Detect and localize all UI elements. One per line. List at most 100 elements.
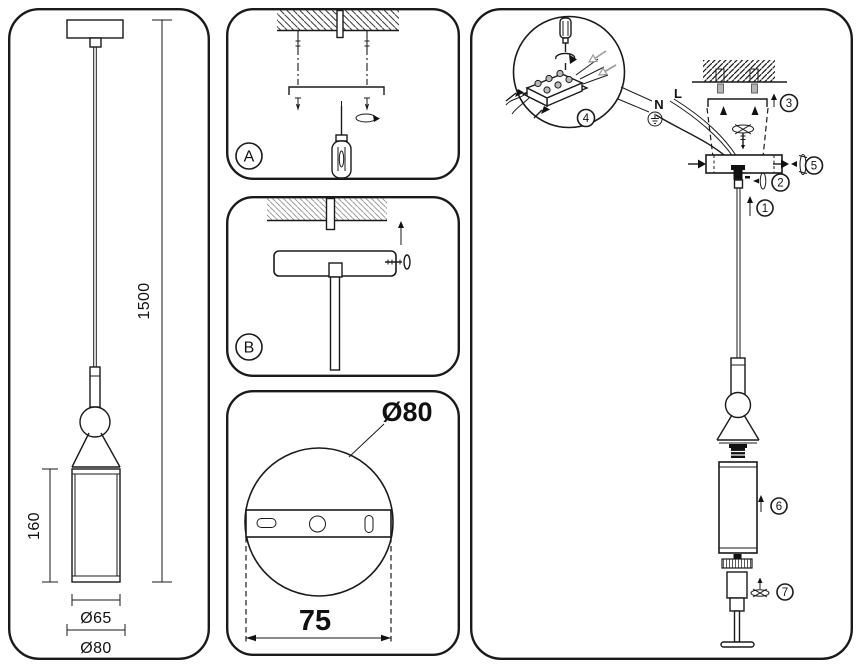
screw-tip-arrow: [720, 106, 727, 115]
stem-rod: [329, 276, 341, 371]
step-1-arrow: [747, 196, 753, 216]
ceiling-hatch: [692, 60, 787, 94]
insert-arrow-icon: [587, 50, 617, 76]
step-5-label: 5: [811, 161, 817, 173]
dim-canopy-diameter: Ø80: [66, 624, 126, 657]
dim-hole-spacing: 75: [245, 537, 392, 642]
panel-step-a: A: [226, 8, 460, 180]
cord-grommet: [731, 165, 745, 189]
supply-cable: [325, 197, 336, 231]
wall-anchor-icon: [364, 36, 370, 54]
screw-icon: [295, 97, 301, 111]
supply-wires: [505, 58, 609, 115]
step-7-rotation-icon: [750, 577, 770, 598]
step-6-badge: 6: [770, 497, 788, 515]
side-arrow-icon: [688, 159, 789, 169]
dim-shade-diameter: Ø65: [71, 594, 121, 627]
step-3-badge: 3: [779, 93, 799, 113]
step-5-badge: 5: [804, 156, 824, 175]
step-1-label: 1: [762, 203, 768, 215]
panel-dimensions: 1500 160 Ø65 Ø80: [8, 8, 210, 660]
step-2-label: 2: [777, 178, 783, 190]
leader-line: [348, 423, 385, 458]
mounting-band: [245, 509, 392, 538]
leader-line: [620, 86, 653, 102]
canopy-plate: [705, 154, 783, 174]
step-2-badge: 2: [771, 173, 790, 192]
rotation-arrow-icon: [355, 113, 380, 123]
side-screw-icon: [385, 254, 411, 270]
canopy-dashed-outline: [762, 107, 769, 158]
panel-step-b: B: [226, 196, 460, 377]
wire-neutral-label: N: [654, 97, 663, 112]
lock-mark: [745, 176, 750, 179]
screwdriver-icon: [559, 17, 572, 70]
arrow-up-icon: [398, 221, 404, 245]
dim-overall-length: 1500: [136, 19, 172, 583]
stem-connector: [328, 262, 343, 278]
screw-icon: [751, 83, 758, 94]
mounting-bracket: [707, 98, 768, 107]
anchor-hole: [715, 68, 725, 83]
step-1-badge: 1: [756, 199, 774, 217]
pendant-lamp-drawing: [66, 19, 124, 583]
dim-shade-diameter-label: Ø65: [80, 610, 111, 627]
wiring-detail-bubble: 4: [505, 15, 626, 129]
screw-icon: [717, 83, 724, 94]
anchor-hole: [749, 68, 759, 83]
shade: [718, 461, 758, 554]
panel-border: [8, 8, 210, 660]
terminal-block: [521, 69, 589, 108]
bulb-base: [721, 554, 753, 569]
lamp-socket: [729, 444, 747, 458]
keyhole-slot: [256, 518, 277, 528]
rotation-arrow-icon: [555, 52, 577, 64]
stem-screw-icon: [753, 172, 767, 190]
supply-cable: [336, 9, 344, 39]
dim-overall-length-label: 1500: [136, 282, 153, 319]
center-hole: [309, 515, 326, 533]
panel-a-badge-label: A: [244, 149, 255, 166]
screwdriver-icon: [331, 101, 352, 179]
canopy-dashed-outline: [706, 107, 714, 158]
wall-anchor-icon: [295, 36, 301, 54]
panel-assembly: 4 N L: [470, 8, 853, 660]
center-screw-icon: [732, 124, 754, 150]
dim-shade-height-label: 160: [26, 512, 43, 540]
ball-joint: [79, 406, 111, 438]
step-4-badge: 4: [576, 108, 596, 128]
panel-border: [226, 8, 460, 180]
shade: [71, 468, 121, 583]
cord-holder: [730, 357, 746, 396]
canopy: [66, 19, 124, 39]
cord-holder: [89, 366, 101, 408]
dim-canopy-diameter-label: Ø80: [80, 640, 111, 657]
ground-icon: [647, 111, 663, 127]
cord-grip: [89, 37, 102, 48]
screw-tip-arrow: [751, 106, 759, 115]
hole-spacing-label: 75: [299, 605, 331, 637]
step-4-label: 4: [583, 113, 590, 125]
step-6-label: 6: [776, 501, 782, 513]
side-slot: [364, 515, 374, 533]
step-6-arrow: [758, 495, 764, 512]
step-3-label: 3: [786, 98, 792, 110]
mounting-bracket: [288, 86, 385, 95]
screw-icon: [364, 97, 370, 111]
step-7-label: 7: [782, 587, 788, 599]
cone: [716, 414, 760, 444]
leader-line: [617, 98, 650, 113]
insert-arrow-icon: [505, 89, 550, 119]
dim-shade-height: 160: [26, 468, 58, 583]
plate-diameter-label: Ø80: [381, 397, 432, 427]
step-3-arrow: [771, 93, 777, 107]
panel-canopy-detail: Ø80 75: [226, 390, 460, 656]
bulb: [720, 571, 755, 648]
panel-b-badge-label: B: [244, 340, 255, 357]
panel-b-badge: B: [235, 333, 263, 361]
panel-a-badge: A: [235, 142, 263, 170]
step-7-badge: 7: [776, 583, 794, 601]
wire-live-label: L: [674, 86, 682, 101]
ball-joint: [724, 391, 752, 419]
